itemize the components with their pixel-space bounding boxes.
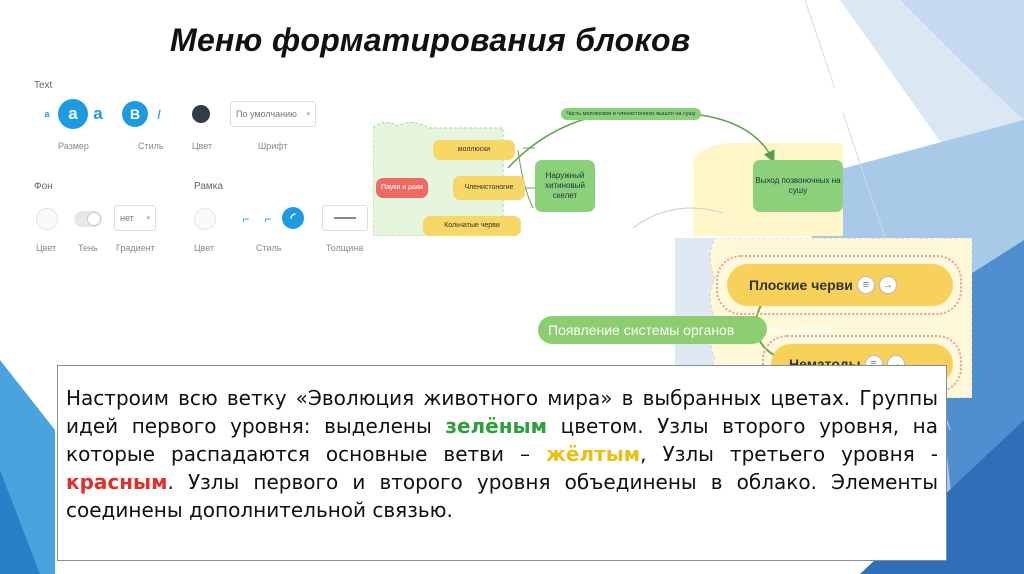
- mindmap-screenshot-1: Часть моллюсков и членистоногих вышло на…: [373, 88, 843, 236]
- green-word: зелёным: [445, 414, 547, 438]
- organ-system-pill[interactable]: Появление системы органов: [538, 316, 766, 344]
- arrow-right-icon[interactable]: →: [878, 276, 897, 294]
- bg-color-label: Цвет: [36, 243, 57, 253]
- gradient-label: Градиент: [116, 243, 155, 253]
- shadow-label: Тень: [78, 243, 98, 253]
- format-panel: Text a a a B I По умолчанию ▾ Размер Сти…: [30, 75, 370, 265]
- border-style-square-icon[interactable]: ⌐: [242, 212, 250, 226]
- slide-title: Меню форматирования блоков: [170, 22, 691, 58]
- node-mollusks[interactable]: моллюски: [433, 140, 515, 160]
- bold-button[interactable]: B: [122, 101, 148, 127]
- thickness-label: Толщина: [326, 243, 364, 253]
- size-medium-button[interactable]: a: [58, 99, 88, 129]
- border-style-label: Стиль: [256, 243, 282, 253]
- red-word: красным: [66, 470, 168, 494]
- font-select-value: По умолчанию: [236, 109, 297, 119]
- border-style-round-icon[interactable]: ⌐: [264, 212, 272, 226]
- bg-color-swatch[interactable]: [36, 208, 58, 230]
- link-label-node[interactable]: Часть моллюсков и членистоногих вышло на…: [561, 108, 701, 120]
- node-vertebrates[interactable]: Выход позвоночных на сушу: [753, 160, 843, 212]
- border-style-rounded-icon[interactable]: ◜: [282, 207, 304, 229]
- size-large-button[interactable]: a: [93, 104, 103, 123]
- text-part-1: Настроим всю ветку «Эволюция животного м…: [66, 386, 938, 438]
- gradient-select[interactable]: нет ▾: [114, 205, 156, 231]
- yellow-word: жёлтым: [546, 442, 641, 466]
- node-ringed-worms[interactable]: Кольчатые черви: [423, 216, 521, 236]
- border-color-swatch[interactable]: [194, 208, 216, 230]
- organ-system-pill-label: Появление системы органов: [548, 322, 735, 338]
- thickness-select[interactable]: [322, 205, 368, 231]
- node-exoskeleton[interactable]: Наружный хитиновый скелет: [535, 160, 595, 212]
- size-label: Размер: [58, 141, 89, 151]
- text-part-4: . Узлы первого и второго уровня объедине…: [66, 470, 938, 522]
- toggle-knob: [87, 212, 101, 226]
- description-box: Настроим всю ветку «Эволюция животного м…: [57, 365, 947, 561]
- gradient-select-value: нет: [120, 213, 134, 223]
- text-part-3: , Узлы третьего уровня -: [640, 442, 938, 466]
- size-small-button[interactable]: a: [44, 109, 50, 119]
- font-label: Шрифт: [258, 141, 288, 151]
- notes-icon[interactable]: ≡: [856, 276, 875, 294]
- text-part-2: цветом. Узлы второго уровня, на которые …: [66, 414, 939, 466]
- chevron-down-icon: ▾: [146, 215, 150, 222]
- font-select[interactable]: По умолчанию ▾: [230, 101, 316, 127]
- border-section-label: Рамка: [194, 181, 223, 192]
- node-spiders[interactable]: Пауки и раки: [376, 178, 428, 198]
- shadow-toggle[interactable]: [74, 211, 102, 227]
- italic-button[interactable]: I: [157, 106, 161, 122]
- style-label: Стиль: [138, 141, 164, 151]
- text-color-swatch[interactable]: [192, 105, 210, 123]
- border-color-label: Цвет: [194, 243, 215, 253]
- line-thickness-icon: [334, 217, 356, 219]
- chevron-down-icon: ▾: [306, 111, 310, 118]
- description-text: Настроим всю ветку «Эволюция животного м…: [66, 384, 938, 524]
- color-label: Цвет: [192, 141, 213, 151]
- node-mollusks-label: моллюски: [457, 145, 491, 153]
- background-section-label: Фон: [34, 181, 53, 192]
- node-flatworms[interactable]: Плоские черви ≡ →: [727, 264, 953, 306]
- node-arthropods[interactable]: Членистоногие: [453, 176, 525, 200]
- node-flatworms-label: Плоские черви: [749, 277, 853, 293]
- text-section-label: Text: [34, 80, 53, 91]
